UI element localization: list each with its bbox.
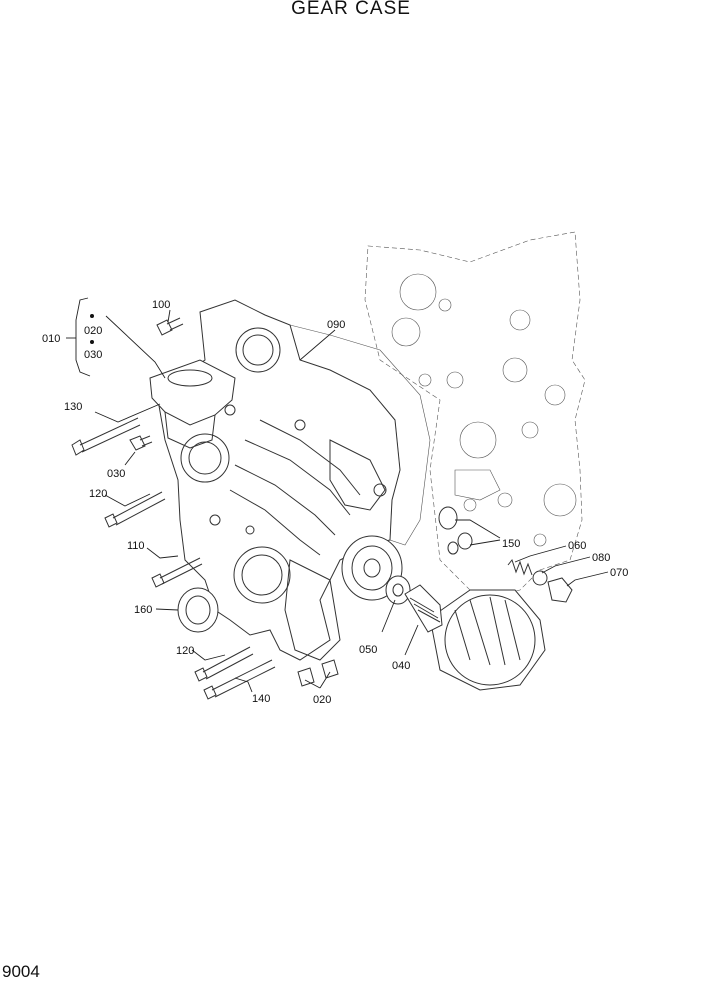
thermostat-housing-010 (149, 359, 236, 449)
callout-040: 040 (392, 660, 410, 672)
bullet-dot (90, 340, 94, 344)
callout-160: 160 (134, 604, 152, 616)
bolts (71, 317, 276, 700)
page-title: GEAR CASE (291, 0, 411, 19)
oil-filter-040 (404, 584, 546, 691)
o-rings-150 (438, 506, 473, 555)
oil-filter-base-050 (341, 535, 411, 605)
callout-020: 020 (84, 325, 102, 337)
callout-030b: 030 (107, 468, 125, 480)
callout-090: 090 (327, 319, 345, 331)
callout-120b: 120 (176, 645, 194, 657)
leader-lines (66, 297, 609, 693)
callout-110: 110 (127, 540, 145, 552)
callout-150: 150 (502, 538, 520, 550)
page-number: 9004 (2, 962, 40, 981)
callout-120: 120 (89, 488, 107, 500)
callout-060: 060 (568, 540, 586, 552)
callout-030: 030 (84, 349, 102, 361)
bullet-dot (90, 314, 94, 318)
callout-070: 070 (610, 567, 628, 579)
callout-130: 130 (64, 401, 82, 413)
engine-block-outline (364, 231, 586, 601)
relief-valve-parts (507, 558, 573, 603)
callout-140: 140 (252, 693, 270, 705)
callout-080: 080 (592, 552, 610, 564)
callout-050: 050 (359, 644, 377, 656)
callout-020b: 020 (313, 694, 331, 706)
oil-seal-160 (177, 587, 219, 633)
plugs-020 (297, 659, 339, 687)
callout-010: 010 (42, 333, 60, 345)
callout-100: 100 (152, 299, 170, 311)
